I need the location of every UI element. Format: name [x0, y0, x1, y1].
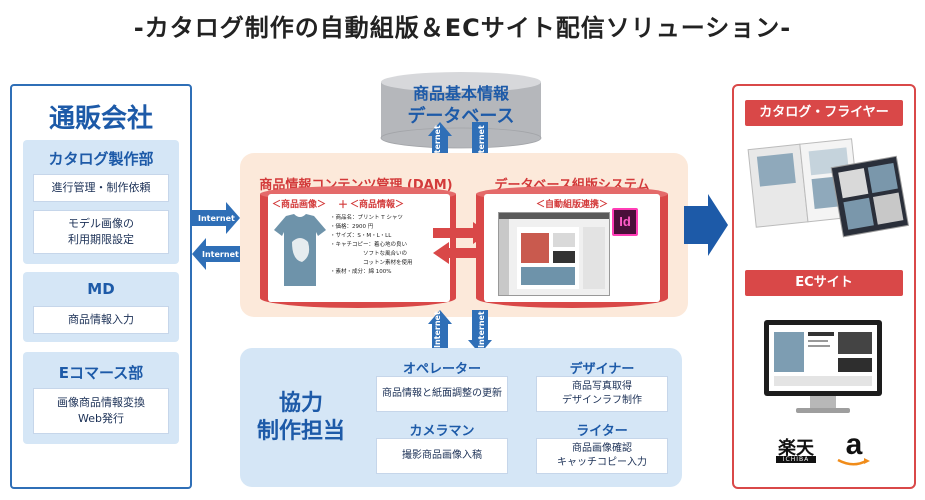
diagram-title: -カタログ制作の自動組版＆ECサイト配信ソリューション- [133, 14, 792, 42]
database-label-line1: 商品基本情報 [412, 84, 509, 103]
dtp-tag: ＜自動組版連携＞ [535, 200, 608, 210]
catalog-label: カタログ・フライヤー [745, 100, 903, 126]
product-info-line: コットン素材を使用 [330, 260, 413, 266]
rakuten-logo-sub: ICHIBA [776, 456, 816, 463]
role-operator-title: オペレーター [402, 362, 481, 377]
dam-tag-info: ＜商品情報＞ [350, 200, 405, 210]
dept-md-item-1: 商品情報入力 [33, 306, 169, 334]
arrow-right-icon [192, 202, 240, 234]
internet-arrows-bottom [428, 310, 492, 354]
role-writer-title: ライター [576, 424, 628, 439]
product-info-line: ・キャチコピー：着心地の良い [330, 242, 408, 248]
dept-catalog-item-1: 進行管理・制作依頼 [33, 174, 169, 202]
catalog-flyer-image [747, 138, 909, 238]
arrow-up-icon [428, 310, 452, 354]
ec-site-monitor-image [764, 320, 882, 413]
dam-tag-image: ＜商品画像＞ [272, 200, 327, 210]
dept-ecommerce-item-1: 画像商品情報変換 Web発行 [33, 388, 169, 434]
product-info-line: ・サイズ：S・M・L・LL [330, 233, 392, 239]
dept-md-title: MD [87, 280, 115, 298]
dept-catalog-item-2: モデル画像の 利用期限設定 [33, 210, 169, 254]
role-photographer-title: カメラマン [409, 424, 475, 439]
product-info-list: ・商品名：プリント T シャツ ・価格：2900 円 ・サイズ：S・M・L・LL… [330, 214, 448, 277]
sync-left-arrow-icon [433, 242, 489, 264]
role-photographer-task: 撮影商品画像入稿 [376, 438, 508, 474]
tshirt-product-image [274, 214, 326, 286]
layout-software-screenshot [498, 212, 610, 296]
dam-plus: ＋ [338, 200, 348, 211]
internet-arrows-left [192, 202, 240, 270]
role-writer-task: 商品画像確認 キャッチコピー入力 [536, 438, 668, 474]
product-info-line: ・商品名：プリント T シャツ [330, 215, 403, 221]
internet-label-5: Internet [433, 311, 442, 348]
product-info-line: ソフトな風合いの [330, 251, 408, 257]
rakuten-logo: 楽天 [778, 438, 814, 459]
collab-title-line1: 協力 [278, 391, 323, 416]
arrow-down-icon [468, 310, 492, 354]
role-operator-task: 商品情報と紙面調整の更新 [376, 376, 508, 412]
database-label-line2: データベース [407, 106, 515, 127]
internet-label-2: Internet [202, 250, 239, 259]
dept-catalog-title: カタログ製作部 [48, 150, 154, 168]
sync-right-arrow-icon [433, 222, 489, 244]
amazon-logo: a [845, 428, 863, 461]
indesign-app-icon: Id [612, 208, 638, 236]
role-designer-task: 商品写真取得 デザインラフ制作 [536, 376, 668, 412]
arrow-left-icon [192, 238, 240, 270]
ec-site-label: ECサイト [745, 270, 903, 296]
company-title: 通販会社 [48, 104, 153, 134]
output-arrow-icon [684, 194, 728, 256]
role-designer-title: デザイナー [569, 362, 635, 377]
product-info-line: ・素材・成分：綿 100% [330, 269, 392, 275]
database-cylinder [380, 72, 542, 149]
internet-label-6: Internet [477, 311, 486, 348]
sync-arrows [433, 222, 489, 264]
amazon-smile-icon [837, 458, 870, 466]
dept-ecommerce-title: Eコマース部 [58, 364, 144, 382]
internet-label-1: Internet [198, 214, 235, 223]
product-info-line: ・価格：2900 円 [330, 224, 374, 230]
collab-title-line2: 制作担当 [256, 419, 345, 444]
